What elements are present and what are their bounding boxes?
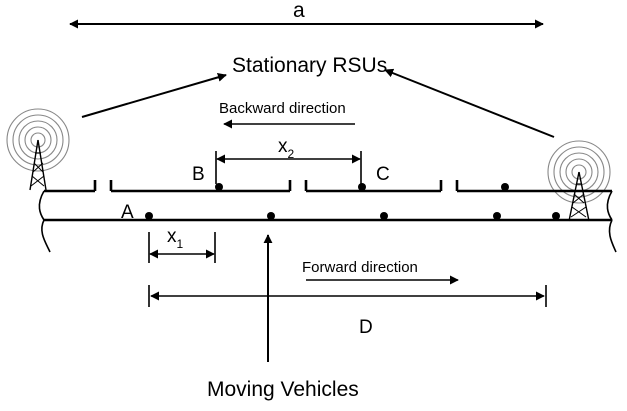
x1-subscript: 1 <box>177 237 184 251</box>
vehicle-a-label: A <box>121 202 134 223</box>
x2-label: x2 <box>278 136 295 161</box>
vehicle-lower-4-dot <box>493 212 501 220</box>
vehicle-lower-2-dot <box>267 212 275 220</box>
x2-subscript: 2 <box>288 147 295 161</box>
vehicle-lower-3-dot <box>380 212 388 220</box>
vehicle-upper-right-dot <box>501 183 509 191</box>
x2-symbol: x <box>278 136 288 157</box>
vehicle-c-label: C <box>376 164 390 185</box>
left-rsu-pointer-arrow <box>81 72 227 118</box>
vehicle-a-dot <box>145 212 153 220</box>
vehicle-b-dot <box>215 183 223 191</box>
forward-direction-label: Forward direction <box>302 259 418 276</box>
x1-symbol: x <box>167 226 177 247</box>
x1-label: x1 <box>167 226 184 251</box>
distance-d-label: D <box>359 317 373 338</box>
backward-direction-label: Backward direction <box>219 100 346 117</box>
stationary-rsus-label: Stationary RSUs <box>232 54 387 77</box>
road <box>38 180 617 253</box>
vehicle-b-label: B <box>192 164 205 185</box>
distance-a-label: a <box>293 0 305 22</box>
left-rsu-tower-icon <box>6 108 70 191</box>
moving-vehicles-label: Moving Vehicles <box>207 378 359 401</box>
right-rsu-tower-icon <box>547 140 611 222</box>
vehicle-c-dot <box>358 183 366 191</box>
right-rsu-pointer-arrow <box>384 68 555 138</box>
vehicle-lower-5-dot <box>552 212 560 220</box>
